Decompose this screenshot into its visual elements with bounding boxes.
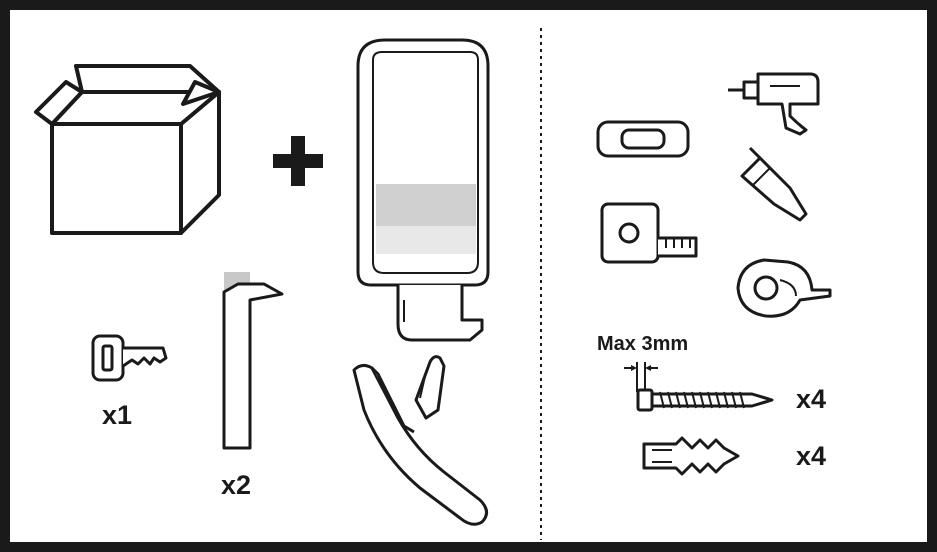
- adhesive-strip-icon: [222, 272, 284, 450]
- screw-max-label: Max 3mm: [597, 333, 689, 355]
- spirit-level-icon: [596, 120, 690, 158]
- wall-bracket-icon: [352, 355, 488, 526]
- screw-icon: [636, 388, 774, 412]
- tape-roll-icon: [736, 258, 832, 318]
- tape-measure-icon: [600, 202, 698, 264]
- soap-dispenser-icon: [356, 38, 490, 342]
- cardboard-box-icon: [34, 64, 221, 235]
- screw-quantity: x4: [796, 384, 827, 414]
- wall-plug-icon: [642, 436, 740, 476]
- power-drill-icon: [728, 72, 820, 136]
- wall-plug-quantity: x4: [796, 441, 827, 471]
- key-quantity: x1: [102, 400, 133, 430]
- plus-icon: [273, 136, 323, 186]
- screwdriver-icon: [740, 146, 808, 222]
- key-icon: [91, 334, 168, 382]
- adhesive-strip-quantity: x2: [221, 470, 252, 500]
- max-dimension-indicator: [624, 362, 658, 392]
